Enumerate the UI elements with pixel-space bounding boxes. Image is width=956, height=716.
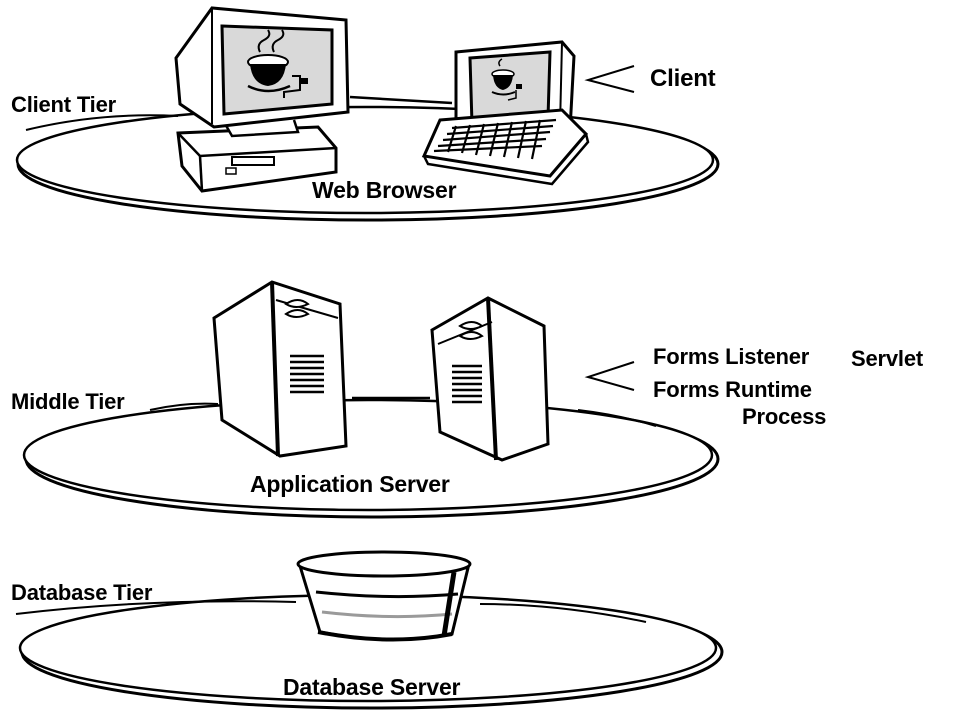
process-label: Process: [742, 404, 827, 429]
web-browser-label: Web Browser: [312, 177, 457, 203]
middle-tier-platform: [22, 398, 720, 519]
client-tier-label: Client Tier: [11, 92, 116, 117]
client-tier-leader: [25, 114, 179, 131]
application-server-label: Application Server: [250, 471, 450, 497]
database-server-label: Database Server: [283, 674, 461, 700]
application-server-right-icon: [430, 296, 550, 462]
database-server-icon: [296, 550, 472, 642]
middle-tier-leader: [149, 402, 219, 411]
database-tier-leader: [15, 600, 297, 615]
forms-runtime-label: Forms Runtime: [653, 377, 812, 402]
database-tier-label: Database Tier: [11, 580, 153, 605]
middle-tier-label: Middle Tier: [11, 389, 125, 414]
application-server-left-icon: [212, 280, 348, 458]
client-callout-label: Client: [650, 65, 716, 92]
servlet-label: Servlet: [851, 346, 923, 371]
middle-callout-arrow: [584, 361, 635, 391]
desktop-computer-icon: [174, 6, 350, 193]
database-right-leader: [479, 603, 647, 623]
middle-right-leader: [577, 409, 657, 427]
laptop-computer-icon: [421, 40, 590, 186]
forms-listener-label: Forms Listener: [653, 344, 810, 369]
client-tier-platform: [15, 105, 720, 222]
client-callout-arrow: [584, 65, 635, 93]
client-connection-line: [349, 95, 453, 105]
